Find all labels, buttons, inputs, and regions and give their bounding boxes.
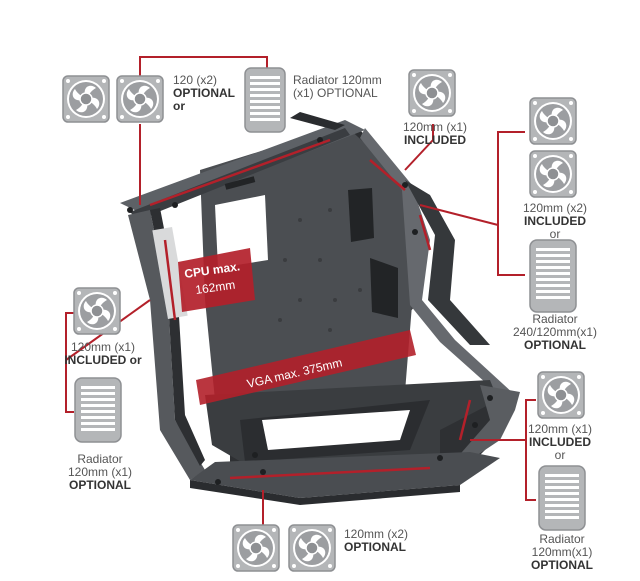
pc-case — [120, 112, 520, 505]
fan-icon — [529, 150, 577, 198]
left-fan-qty: 120mm (x1) — [70, 340, 135, 354]
top-fans-qty: 120 (x2) — [173, 73, 218, 87]
front-low-fan-status: INCLUDED — [529, 435, 591, 449]
rear-top-fan-qty: 120mm (x1) — [402, 120, 467, 134]
top-fans-status: OPTIONAL — [173, 86, 235, 100]
front-radiator-status: OPTIONAL — [531, 558, 593, 572]
fan-icon — [408, 69, 456, 117]
rear-top-fan-status: INCLUDED — [404, 133, 466, 147]
bottom-fans-label: 120mm (x2) OPTIONAL — [344, 528, 408, 554]
front-low-fan-or: or — [554, 448, 566, 462]
bottom-fans-status: OPTIONAL — [344, 540, 406, 554]
left-radiator-size: 120mm (x1) — [67, 465, 132, 479]
left-radiator-status: OPTIONAL — [69, 478, 131, 492]
left-fan-label: 120mm (x1) INCLUDED or — [58, 341, 148, 367]
bottom-fans-qty: 120mm (x2) — [344, 527, 409, 541]
fan-icon — [529, 97, 577, 145]
top-radiator-size: Radiator 120mm — [293, 73, 382, 87]
right-radiator-status: OPTIONAL — [524, 338, 586, 352]
fan-icon — [73, 287, 121, 335]
top-radiator-label: Radiator 120mm (x1) OPTIONAL — [293, 74, 382, 100]
front-radiator-title: Radiator — [539, 532, 585, 546]
radiator-icon — [244, 67, 286, 133]
left-radiator-label: Radiator 120mm (x1) OPTIONAL — [55, 453, 145, 492]
right-fans-qty: 120mm (x2) — [522, 201, 587, 215]
top-fans-or: or — [173, 99, 185, 113]
left-fan-status: INCLUDED or — [64, 353, 142, 367]
fan-icon — [537, 371, 585, 419]
front-low-fan-qty: 120mm (x1) — [527, 422, 592, 436]
cpu-clearance-value: 162mm — [194, 278, 236, 297]
radiator-icon — [74, 377, 122, 443]
top-fans-label: 120 (x2) OPTIONAL or — [173, 74, 235, 113]
front-low-fan-label: 120mm (x1) INCLUDED or — [520, 423, 600, 462]
right-fans-status: INCLUDED — [524, 214, 586, 228]
radiator-icon — [529, 239, 577, 313]
fan-icon — [288, 524, 336, 572]
front-radiator-label: Radiator 120mm(x1) OPTIONAL — [522, 533, 602, 572]
fan-icon — [116, 75, 164, 123]
fan-icon — [62, 75, 110, 123]
radiator-icon — [538, 465, 586, 531]
top-radiator-status: (x1) OPTIONAL — [293, 86, 378, 100]
cpu-clearance-box — [178, 248, 255, 312]
right-radiator-size: 240/120mm(x1) — [512, 325, 598, 339]
right-fans-or: or — [549, 227, 561, 241]
vga-clearance-band — [196, 330, 416, 405]
front-radiator-size: 120mm(x1) — [531, 545, 593, 559]
right-radiator-title: Radiator — [532, 312, 578, 326]
right-fans-label: 120mm (x2) INCLUDED or — [515, 202, 595, 241]
right-radiator-label: Radiator 240/120mm(x1) OPTIONAL — [505, 313, 605, 352]
left-radiator-title: Radiator — [77, 452, 123, 466]
fan-icon — [232, 524, 280, 572]
rear-top-fan-label: 120mm (x1) INCLUDED — [398, 121, 472, 147]
